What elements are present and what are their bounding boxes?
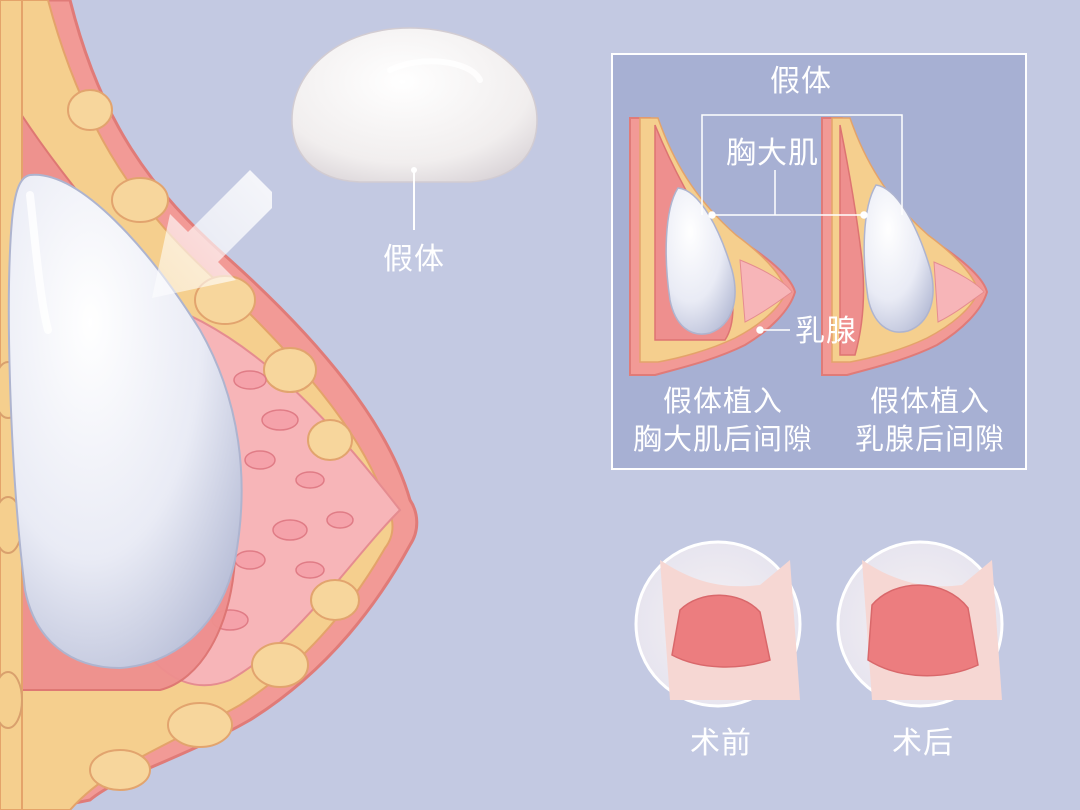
breast-cross-section	[0, 0, 419, 810]
after-thumbnail	[836, 540, 1004, 708]
inset-muscle-label: 胸大肌	[726, 136, 819, 171]
inset-right-diagram	[821, 117, 989, 376]
main-implant	[7, 173, 243, 670]
implant-label: 假体	[383, 242, 445, 277]
implant-sample	[291, 27, 538, 230]
inset-left-caption-line2: 胸大肌后间隙	[632, 422, 813, 456]
insertion-arrow-icon	[152, 170, 272, 298]
before-thumbnail	[634, 540, 802, 708]
inset-left-diagram	[629, 117, 797, 376]
inset-frame	[611, 53, 1027, 470]
inset-leader-lines	[701, 114, 903, 334]
inset-right-caption-line2: 乳腺后间隙	[854, 422, 1005, 456]
inset-gland-label: 乳腺	[795, 314, 857, 349]
inset-left-caption: 假体植入 胸大肌后间隙	[628, 382, 818, 458]
inset-implant-label: 假体	[770, 64, 832, 99]
inset-right-caption-line1: 假体植入	[869, 384, 990, 418]
after-label: 术后	[892, 726, 954, 761]
implant-highlight	[26, 191, 52, 334]
inset-right-caption: 假体植入 乳腺后间隙	[840, 382, 1020, 458]
inset-left-caption-line1: 假体植入	[662, 384, 783, 418]
before-label: 术前	[690, 726, 752, 761]
